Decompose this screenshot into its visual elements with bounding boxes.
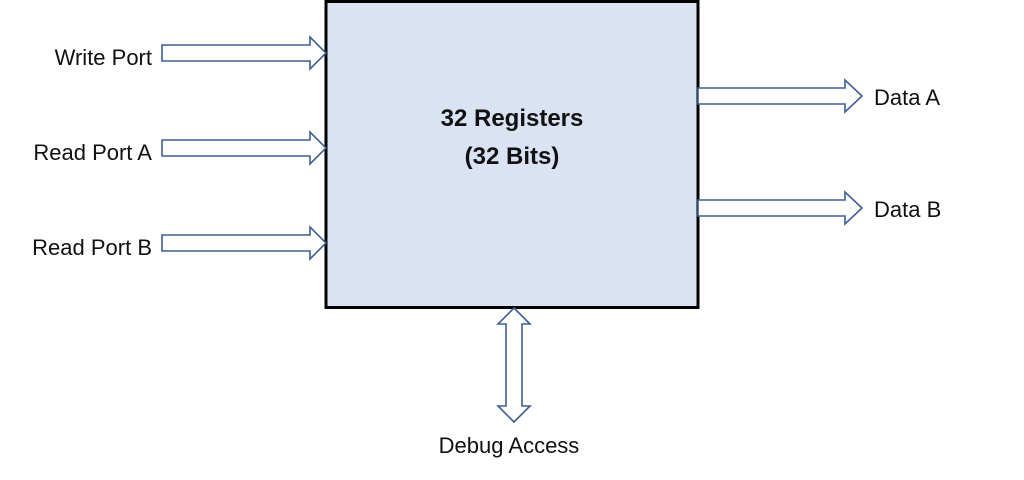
register-block [324, 0, 700, 309]
write-port-label: Write Port [55, 45, 152, 70]
write-port-arrow [161, 35, 328, 71]
data-b-label: Data B [874, 197, 941, 222]
read-port-b-label: Read Port B [32, 235, 152, 260]
debug-access-arrow [496, 306, 532, 424]
register-block-subtitle: (32 Bits) [465, 143, 560, 170]
data-b-arrow [697, 190, 864, 226]
register-block-title: 32 Registers [441, 105, 584, 132]
read-port-a-arrow [161, 130, 328, 166]
read-port-b-arrow [161, 225, 328, 261]
debug-access-label: Debug Access [439, 433, 580, 458]
read-port-a-label: Read Port A [33, 140, 152, 165]
data-a-label: Data A [874, 85, 940, 110]
data-a-arrow [697, 78, 864, 114]
